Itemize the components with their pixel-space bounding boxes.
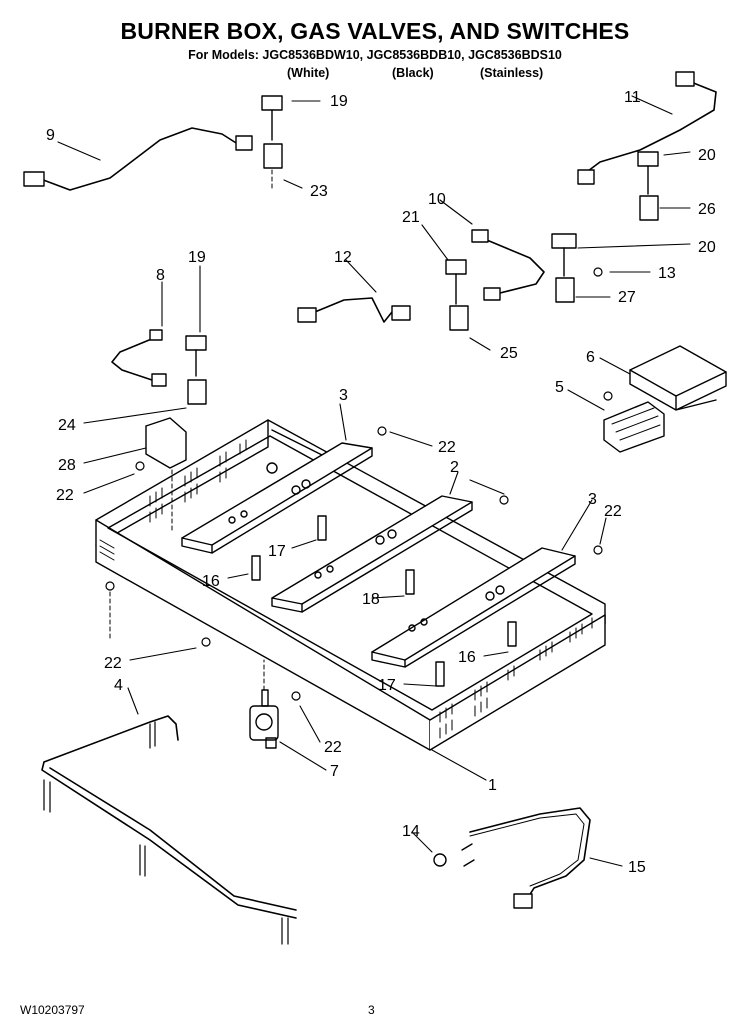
page-number: 3 (368, 1003, 375, 1017)
callout-10: 10 (428, 191, 446, 208)
callout-22: 22 (104, 655, 122, 672)
document-number: W10203797 (20, 1003, 85, 1017)
burner-tube-8 (111, 329, 167, 387)
callout-14: 14 (402, 823, 420, 840)
callout-3: 3 (339, 387, 348, 404)
callout-20: 20 (698, 147, 716, 164)
finish-white: (White) (287, 66, 330, 80)
callout-17: 17 (378, 677, 396, 694)
orifice-spud (251, 515, 517, 687)
callout-21: 21 (402, 209, 420, 226)
callout-22: 22 (604, 503, 622, 520)
finish-black: (Black) (392, 66, 434, 80)
callout-22: 22 (324, 739, 342, 756)
callout-19: 19 (330, 93, 348, 110)
power-cord (433, 807, 591, 909)
burner-tube-9 (23, 127, 253, 191)
callout-7: 7 (330, 763, 339, 780)
callout-16: 16 (202, 573, 220, 590)
burner-tube-12 (297, 297, 411, 323)
switch-bracket (145, 417, 187, 469)
callout-16: 16 (458, 649, 476, 666)
callout-17: 17 (268, 543, 286, 560)
callout-13: 13 (658, 265, 676, 282)
terminal-block (603, 401, 665, 453)
callout-28: 28 (58, 457, 76, 474)
terminal-block-cover (629, 345, 727, 411)
callout-3: 3 (588, 491, 597, 508)
callout-18: 18 (362, 591, 380, 608)
spark-switch (185, 95, 659, 405)
callout-11: 11 (624, 89, 641, 106)
burner-tube-11 (577, 71, 717, 185)
burner-box (95, 419, 606, 751)
callout-24: 24 (58, 417, 76, 434)
callout-5: 5 (555, 379, 564, 396)
callout-2: 2 (450, 459, 459, 476)
callout-20: 20 (698, 239, 716, 256)
callout-15: 15 (628, 859, 646, 876)
burner-bracket-center (271, 495, 473, 613)
callout-labels: 1 2 3 3 4 5 6 7 8 9 10 11 12 13 14 15 16… (46, 89, 716, 876)
callout-12: 12 (334, 249, 352, 266)
callout-6: 6 (586, 349, 595, 366)
callout-19: 19 (188, 249, 206, 266)
screw (105, 267, 613, 701)
manifold-pipe (41, 715, 297, 919)
callout-27: 27 (618, 289, 636, 306)
callout-26: 26 (698, 201, 716, 218)
callout-22: 22 (56, 487, 74, 504)
callout-23: 23 (310, 183, 328, 200)
callout-1: 1 (488, 777, 497, 794)
callout-8: 8 (156, 267, 165, 284)
model-numbers: For Models: JGC8536BDW10, JGC8536BDB10, … (188, 48, 562, 62)
callout-22: 22 (438, 439, 456, 456)
burner-bracket-right (371, 547, 576, 668)
gas-valve (249, 689, 279, 749)
callout-9: 9 (46, 127, 55, 144)
callout-25: 25 (500, 345, 518, 362)
burner-tube-10 (471, 229, 545, 301)
callout-4: 4 (114, 677, 123, 694)
finish-stainless: (Stainless) (480, 66, 544, 80)
page-title: BURNER BOX, GAS VALVES, AND SWITCHES (120, 18, 630, 44)
burner-bracket-left (181, 442, 373, 554)
